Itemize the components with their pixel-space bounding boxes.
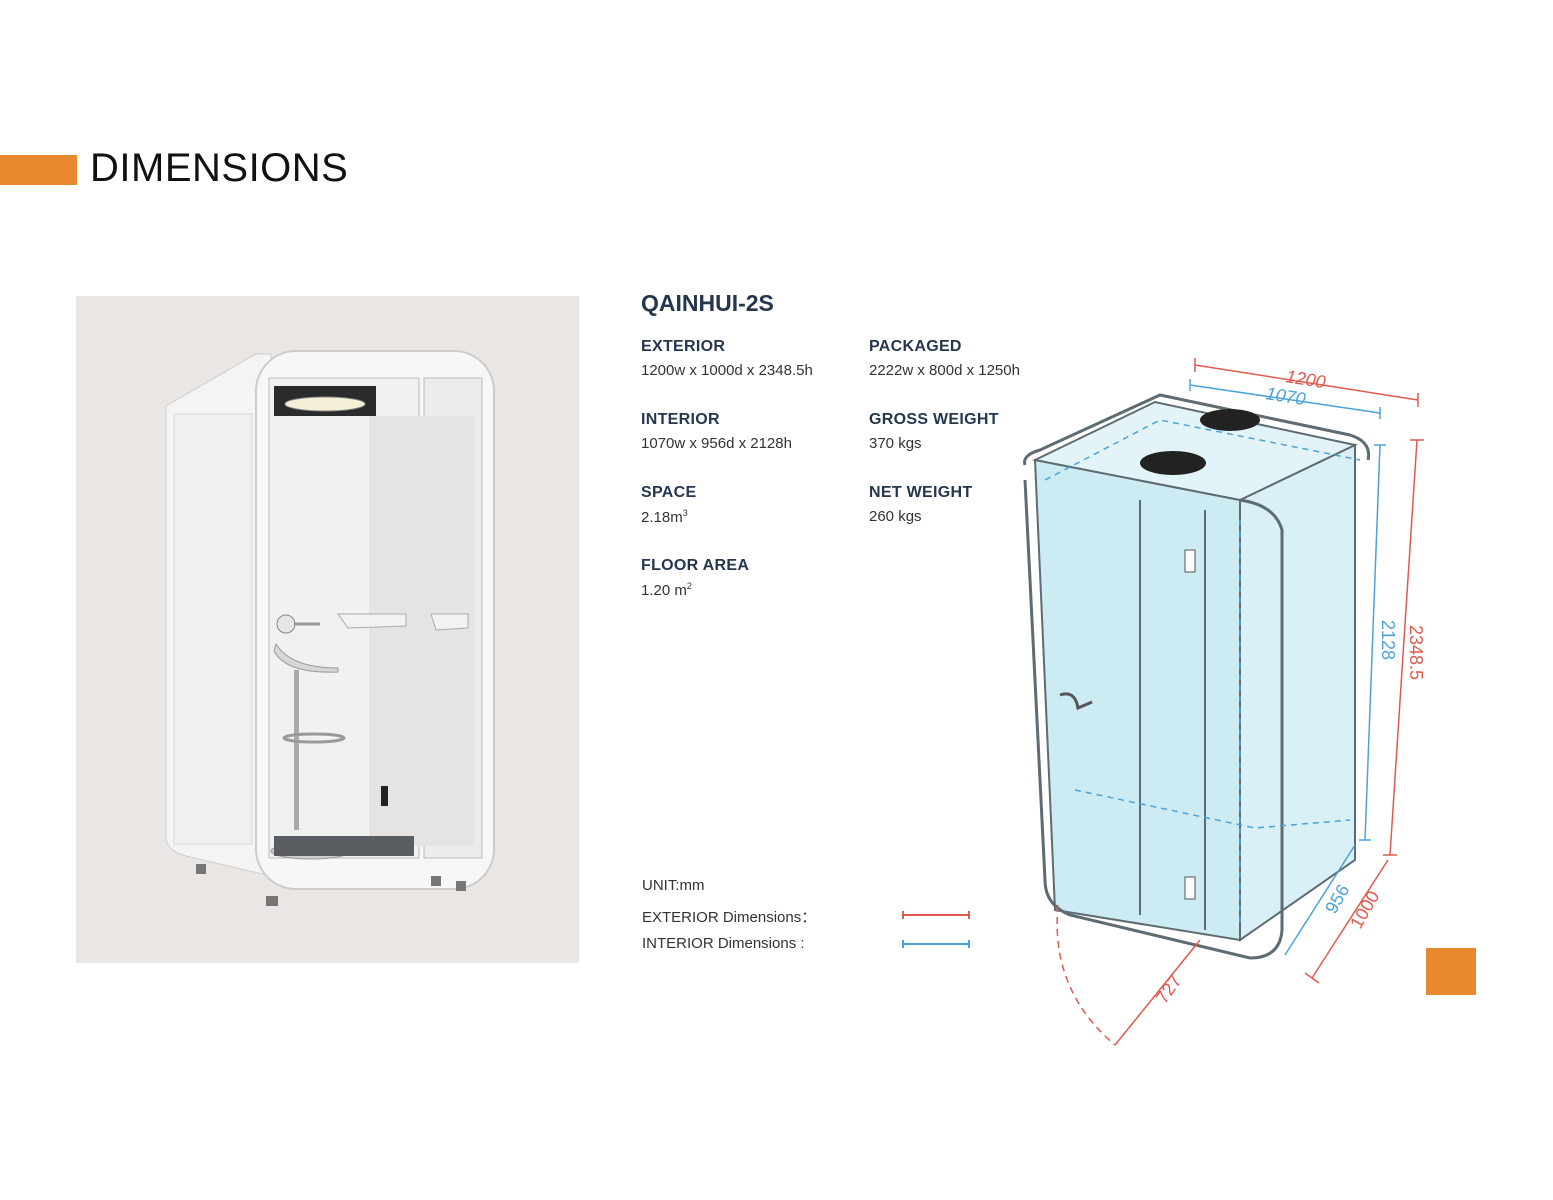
space-unit-sup: 3 <box>682 508 688 518</box>
floor-area-unit-sup: 2 <box>686 581 692 591</box>
title-accent-bar <box>0 155 77 185</box>
space-number: 2.18m <box>641 509 683 526</box>
spec-space-value: 2.18m3 <box>641 508 696 526</box>
spec-floor-area: FLOOR AREA 1.20 m2 <box>641 557 749 599</box>
spec-gross-weight-value: 370 kgs <box>869 435 922 452</box>
dimension-drawing: 1200 1070 2128 2348.5 956 1000 727 <box>1023 358 1426 1046</box>
dim-depth-exterior: 1000 <box>1346 887 1383 932</box>
spec-exterior: EXTERIOR 1200w x 1000d x 2348.5h <box>641 338 813 379</box>
floor-area-number: 1.20 m <box>641 582 687 599</box>
spec-gross-weight: GROSS WEIGHT 370 kgs <box>869 411 999 452</box>
legend-interior-line <box>902 940 970 948</box>
legend-unit: UNIT:mm <box>642 877 705 894</box>
spec-packaged-label: PACKAGED <box>869 338 962 355</box>
dim-depth-interior: 956 <box>1321 881 1353 917</box>
spec-packaged: PACKAGED 2222w x 800d x 1250h <box>869 338 1020 379</box>
spec-interior-value: 1070w x 956d x 2128h <box>641 435 792 452</box>
spec-net-weight: NET WEIGHT 260 kgs <box>869 484 972 525</box>
spec-gross-weight-label: GROSS WEIGHT <box>869 411 999 428</box>
spec-interior-label: INTERIOR <box>641 411 720 428</box>
model-name: QAINHUI-2S <box>641 290 774 316</box>
spec-floor-area-value: 1.20 m2 <box>641 581 749 599</box>
legend-exterior-label: EXTERIOR Dimensions： <box>642 909 817 926</box>
spec-interior: INTERIOR 1070w x 956d x 2128h <box>641 411 792 452</box>
dim-height-exterior: 2348.5 <box>1406 625 1426 680</box>
legend-interior-label: INTERIOR Dimensions : <box>642 935 805 952</box>
dim-height-interior: 2128 <box>1378 620 1398 660</box>
spec-floor-area-label: FLOOR AREA <box>641 557 750 574</box>
spec-space: SPACE 2.18m3 <box>641 484 696 526</box>
product-photo <box>76 296 579 963</box>
spec-space-label: SPACE <box>641 484 697 501</box>
spec-packaged-value: 2222w x 800d x 1250h <box>869 362 1020 379</box>
spec-exterior-value: 1200w x 1000d x 2348.5h <box>641 362 813 379</box>
booth-illustration <box>165 350 495 906</box>
spec-net-weight-value: 260 kgs <box>869 508 922 525</box>
spec-exterior-label: EXTERIOR <box>641 338 726 355</box>
page-title: DIMENSIONS <box>90 146 349 190</box>
dim-door-swing: 727 <box>1152 971 1186 1007</box>
spec-net-weight-label: NET WEIGHT <box>869 484 973 501</box>
legend-exterior-line <box>902 911 970 919</box>
corner-accent-block <box>1426 948 1476 995</box>
